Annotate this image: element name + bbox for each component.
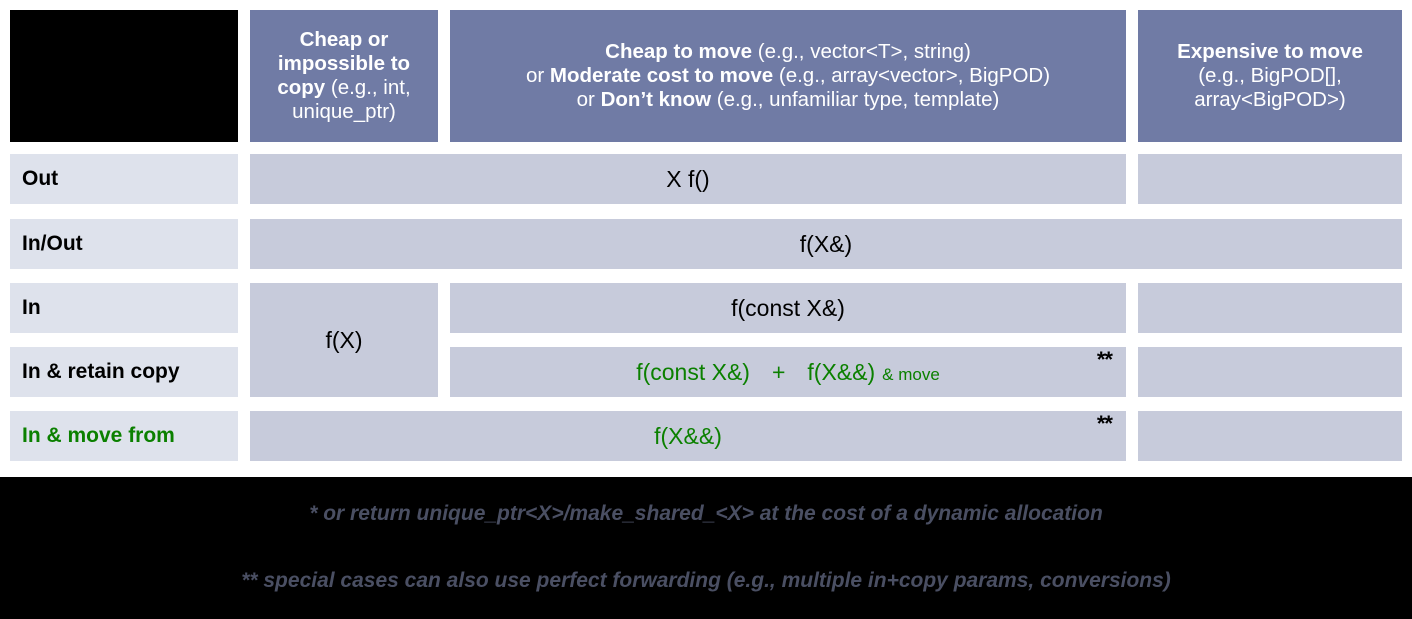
header-col2-line2: or Moderate cost to move (e.g., array<ve… [525, 64, 1051, 87]
header-expensive-to-move: Expensive to move (e.g., BigPOD[], array… [1138, 10, 1402, 142]
footnote-band: * or return unique_ptr<X>/make_shared_<X… [0, 477, 1412, 619]
header-col1-line3: copy (e.g., int, [277, 76, 411, 99]
cell-retain-suffix: & move [882, 364, 940, 384]
footnote-marker-double-asterisk-retain: ** [1096, 347, 1113, 372]
cell-in-move-from-text: f(X&&) [654, 422, 722, 449]
footnote-single-asterisk: * or return unique_ptr<X>/make_shared_<X… [309, 502, 1103, 525]
footnote-double-asterisk: ** special cases can also use perfect fo… [241, 569, 1171, 592]
cell-out-cheap-to-move-text: X f() [666, 165, 710, 192]
row-label-in-retain-copy-text: In & retain copy [22, 359, 180, 383]
header-cheap-or-impossible-to-copy: Cheap or impossible to copy (e.g., int, … [250, 10, 438, 142]
cell-in-cheap-to-move: f(const X&) [450, 283, 1126, 333]
row-label-in-move-from: In & move from [10, 411, 238, 461]
header-col2-line1: Cheap to move (e.g., vector<T>, string) [605, 40, 971, 64]
cell-out-expensive-to-move [1138, 154, 1402, 204]
footnote-marker-double-asterisk-movefrom: ** [1096, 411, 1113, 436]
cell-retain-plus: + [771, 358, 786, 385]
cell-in-move-from-span: f(X&&) ** [250, 411, 1126, 461]
row-label-in-retain-copy: In & retain copy [10, 347, 238, 397]
header-col3-line1: Expensive to move [1177, 40, 1363, 64]
header-col1-line2: impossible to [277, 52, 411, 76]
header-col1-line1: Cheap or [299, 28, 389, 52]
cell-in-and-retain-copy-cheap-to-copy-merged: f(X) [250, 283, 438, 397]
row-label-in-out: In/Out [10, 219, 238, 269]
row-label-in-out-text: In/Out [22, 231, 83, 255]
cell-fx-text: f(X) [325, 326, 363, 353]
header-cheap-moderate-or-unknown-to-move: Cheap to move (e.g., vector<T>, string) … [450, 10, 1126, 142]
row-label-out-text: Out [22, 166, 59, 190]
cell-retain-part2: f(X&&) [807, 358, 876, 385]
header-corner-blank [10, 10, 238, 142]
row-label-in-text: In [22, 295, 41, 319]
cell-in-move-from-expensive-to-move [1138, 411, 1402, 461]
cell-in-retain-copy-cheap-to-move: f(const X&) + f(X&&) & move ** [450, 347, 1126, 397]
header-col3-line3: array<BigPOD>) [1194, 87, 1346, 111]
header-col1-line4: unique_ptr) [292, 99, 396, 123]
row-label-in: In [10, 283, 238, 333]
header-col3-line2: (e.g., BigPOD[], [1198, 64, 1342, 87]
cell-inout-all-columns: f(X&) [250, 219, 1402, 269]
cell-in-retain-copy-expensive-to-move [1138, 347, 1402, 397]
row-label-out: Out [10, 154, 238, 204]
cell-inout-all-columns-text: f(X&) [799, 230, 853, 257]
cell-out-cheap-to-move: X f() [250, 154, 1126, 204]
cell-in-cheap-to-move-text: f(const X&) [731, 294, 845, 321]
cell-in-expensive-to-move [1138, 283, 1402, 333]
cell-retain-part1: f(const X&) [636, 358, 750, 385]
row-label-in-move-from-text: In & move from [22, 423, 175, 447]
header-col2-line3: or Don’t know (e.g., unfamiliar type, te… [576, 87, 1000, 111]
